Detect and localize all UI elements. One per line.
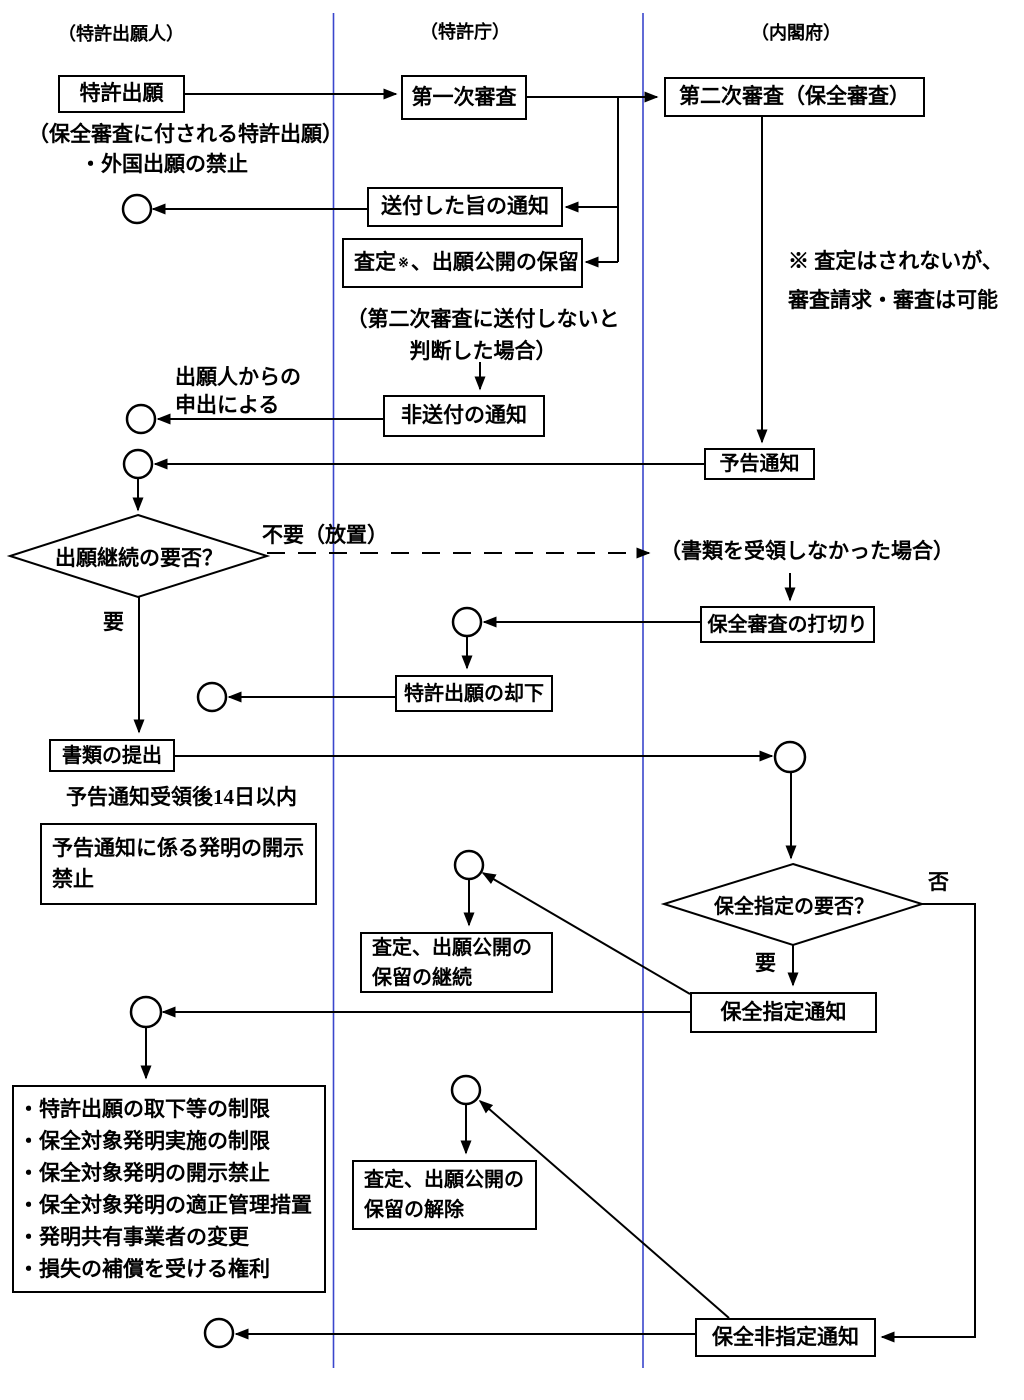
restriction-item: ・損失の補償を受ける権利 bbox=[18, 1257, 270, 1281]
restriction-item: ・保全対象発明実施の制限 bbox=[18, 1129, 270, 1153]
box-sent-notice: 送付した旨の通知 bbox=[367, 187, 563, 227]
box-hold-continuation: 査定、出願公開の 保留の継続 bbox=[360, 932, 553, 993]
circle-nondesignation-applicant bbox=[203, 1317, 235, 1349]
box-advance-notice: 予告通知 bbox=[704, 448, 815, 480]
applicant-offer-line2: 申出による bbox=[175, 393, 280, 417]
box-disclosure-prohibition: 予告通知に係る発明の開示 禁止 bbox=[40, 823, 317, 905]
box-application-dismissed: 特許出願の却下 bbox=[395, 675, 553, 712]
not-sent-case-line2: 判断した場合） bbox=[409, 339, 557, 363]
hold-continuation-line1: 査定、出願公開の bbox=[372, 936, 532, 959]
restriction-item: ・発明共有事業者の変更 bbox=[18, 1225, 249, 1249]
restriction-item: ・保全対象発明の開示禁止 bbox=[18, 1161, 270, 1185]
applicant-offer-line1: 出願人からの bbox=[175, 365, 301, 389]
box-hold-release: 査定、出願公開の 保留の解除 bbox=[352, 1160, 537, 1230]
note-ruling-footnote: ※ 査定はされないが、 審査請求・審査は可能 bbox=[788, 242, 1003, 320]
note-documents-not-received: （書類を受領しなかった場合） bbox=[660, 539, 954, 563]
hold-release-line1: 査定、出願公開の bbox=[364, 1169, 524, 1191]
label-designation-yes: 要 bbox=[755, 951, 776, 975]
box-non-sending-notice: 非送付の通知 bbox=[383, 395, 545, 437]
decision-diamonds bbox=[6, 513, 926, 947]
label-continuation-yes: 要 bbox=[103, 610, 124, 634]
label-unnecessary-neglect: 不要（放置） bbox=[262, 523, 388, 547]
ruling-hold-reference-mark: ※ bbox=[398, 255, 409, 271]
circle-documents-received-cao bbox=[773, 740, 807, 774]
circle-designation-applicant bbox=[129, 995, 163, 1029]
note-applicant-offer: 出願人からの 申出による bbox=[175, 363, 301, 419]
box-security-exam-discontinued: 保全審査の打切り bbox=[700, 606, 875, 643]
circle-dismissal-received bbox=[196, 681, 228, 713]
ruling-footnote-line2: 審査請求・審査は可能 bbox=[788, 288, 998, 312]
restriction-item: ・特許出願の取下等の制限 bbox=[18, 1097, 270, 1121]
circle-nondesignation-jpo bbox=[450, 1074, 482, 1106]
circle-designation-jpo bbox=[453, 849, 485, 881]
box-designation-notice: 保全指定通知 bbox=[690, 992, 877, 1033]
diamond-application-continuation bbox=[6, 513, 271, 599]
note-security-exam-subject: （保全審査に付される特許出願） bbox=[28, 122, 343, 146]
column-header-applicant: （特許出願人） bbox=[58, 24, 184, 44]
column-header-jpo: （特許庁） bbox=[420, 22, 510, 42]
ruling-hold-post: 、出願公開の保留 bbox=[410, 250, 579, 275]
hold-release-line2: 保留の解除 bbox=[364, 1199, 464, 1221]
column-separators bbox=[332, 13, 644, 1368]
connectors bbox=[132, 88, 976, 1343]
box-restrictions: ・特許出願の取下等の制限 ・保全対象発明実施の制限 ・保全対象発明の開示禁止 ・… bbox=[12, 1085, 326, 1293]
note-submission-deadline: 予告通知受領後14日以内 bbox=[66, 785, 297, 809]
ruling-hold-pre: 査定 bbox=[354, 250, 396, 275]
disclosure-prohibition-line2: 禁止 bbox=[52, 867, 94, 891]
circle-sent-notice-received bbox=[121, 193, 153, 225]
box-non-designation-notice: 保全非指定通知 bbox=[695, 1318, 876, 1357]
label-designation-no: 否 bbox=[928, 870, 949, 894]
decision-application-continuation-label: 出願継続の要否？ bbox=[55, 546, 223, 570]
circle-nonsending-received bbox=[125, 403, 157, 435]
decision-security-designation-label: 保全指定の要否？ bbox=[714, 896, 874, 918]
restriction-item: ・保全対象発明の適正管理措置 bbox=[18, 1193, 312, 1217]
event-circles bbox=[121, 193, 807, 1349]
note-foreign-filing-ban: ・外国出願の禁止 bbox=[80, 152, 248, 176]
box-first-examination: 第一次審査 bbox=[401, 75, 527, 120]
diamond-security-designation bbox=[660, 862, 926, 947]
diag-nondesignation-to-jpo bbox=[478, 1100, 730, 1319]
box-second-examination: 第二次審査（保全審査） bbox=[664, 77, 925, 117]
note-not-sent-case: （第二次審査に送付しないと 判断した場合） bbox=[340, 303, 626, 367]
path-decision-no-to-nondesignation bbox=[880, 903, 976, 1343]
box-document-submission: 書類の提出 bbox=[49, 739, 175, 772]
box-patent-application: 特許出願 bbox=[58, 75, 185, 113]
ruling-footnote-line1: ※ 査定はされないが、 bbox=[788, 249, 1003, 273]
column-header-cao: （内閣府） bbox=[751, 23, 841, 43]
box-ruling-hold: 査定※、出願公開の保留 bbox=[342, 238, 583, 288]
diag-designation-notice-to-jpo bbox=[481, 872, 691, 995]
disclosure-prohibition-line1: 予告通知に係る発明の開示 bbox=[52, 835, 304, 860]
restrictions-list: ・特許出願の取下等の制限 ・保全対象発明実施の制限 ・保全対象発明の開示禁止 ・… bbox=[14, 1087, 316, 1291]
hold-continuation-line2: 保留の継続 bbox=[372, 966, 472, 989]
not-sent-case-line1: （第二次審査に送付しないと bbox=[346, 307, 620, 331]
circle-advance-notice-received bbox=[122, 448, 154, 480]
circle-discontinue-junction bbox=[451, 606, 483, 638]
